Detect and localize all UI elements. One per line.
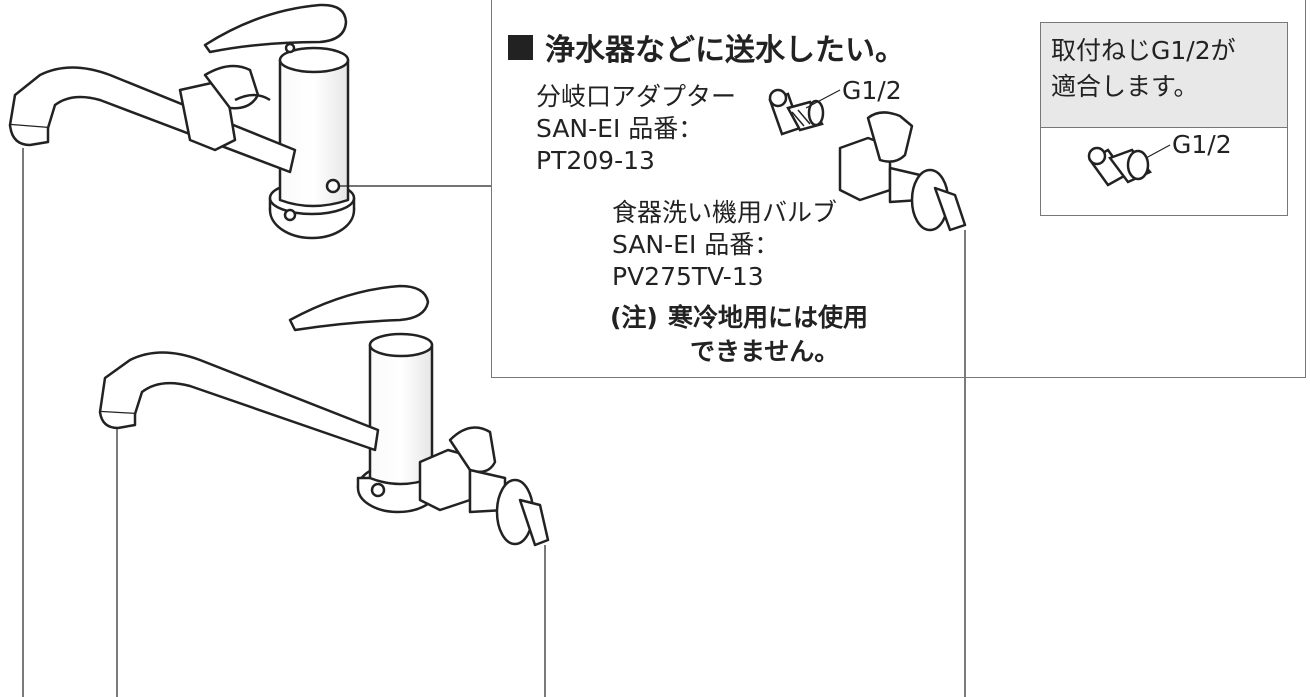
adapter-name: 分岐口アダプター [536, 82, 737, 111]
info-panel [491, 0, 1306, 378]
fit-note-line-1: 取付ねじG1/2が [1051, 36, 1236, 65]
fit-note-box: 取付ねじG1/2が 適合します。 [1040, 22, 1288, 216]
faucet-bottom [98, 284, 550, 547]
panel-heading: 浄水器などに送水したい。 [508, 25, 905, 69]
adapter-illustration [768, 88, 825, 136]
valve-part-number: PV275TV-13 [612, 262, 764, 291]
small-adapter-illustration [1087, 146, 1152, 187]
faucet-top [8, 3, 356, 240]
leader-lines [22, 89, 1171, 697]
fit-note-header: 取付ねじG1/2が 適合します。 [1041, 23, 1287, 128]
note-line-1: 寒冷地用には使用 [668, 303, 869, 332]
fit-thread-label: G1/2 [1172, 130, 1232, 159]
panel-heading-text: 浄水器などに送水したい。 [545, 33, 905, 68]
square-bullet-icon [508, 34, 533, 60]
note-line-2: できません。 [690, 337, 840, 366]
valve-part-label: SAN-EI 品番： [612, 230, 780, 259]
fit-note-line-2: 適合します。 [1051, 72, 1199, 101]
note-prefix: (注) [610, 303, 658, 332]
adapter-thread-label: G1/2 [842, 76, 902, 105]
valve-name: 食器洗い機用バルブ [612, 198, 838, 227]
adapter-part-number: PT209-13 [536, 146, 655, 175]
adapter-part-label: SAN-EI 品番： [536, 114, 704, 143]
valve-illustration [838, 111, 967, 232]
